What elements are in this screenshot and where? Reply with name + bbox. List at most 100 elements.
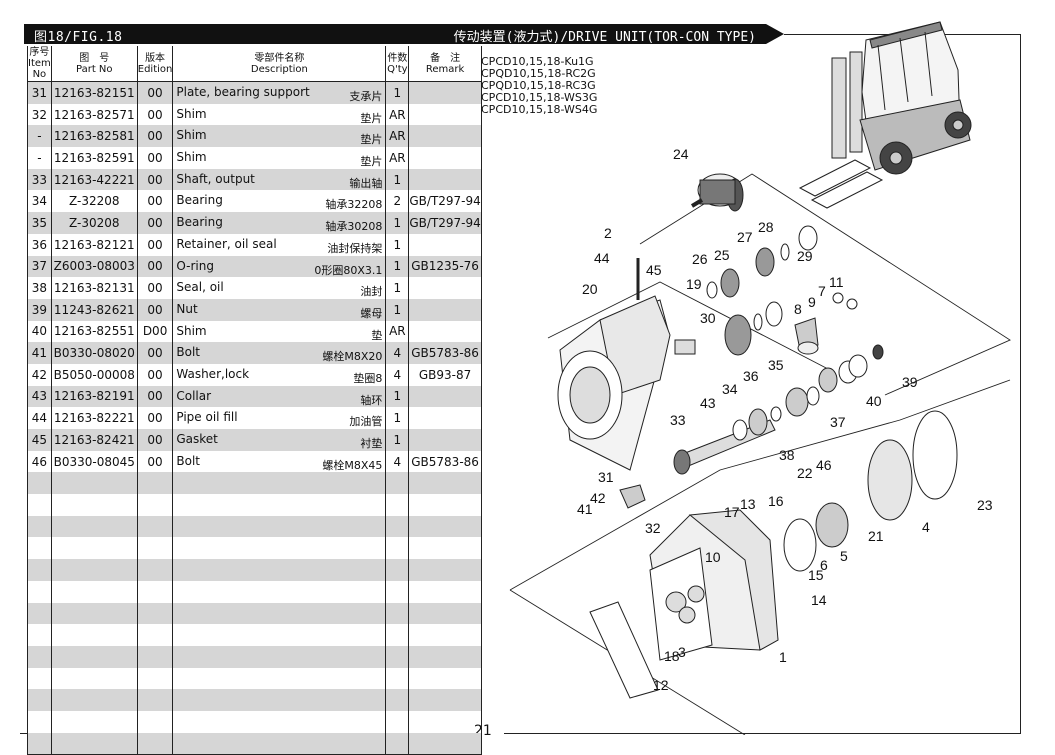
cell-remark: GB/T297-94: [408, 190, 482, 213]
cell-edition: [136, 537, 174, 560]
description-en: Gasket: [176, 432, 218, 446]
cell-part-no: 12163-82121: [50, 233, 138, 256]
cell-remark: [408, 624, 482, 646]
cell-edition: 00: [136, 190, 174, 213]
part-38-seal: [770, 406, 782, 422]
description-cn: 垫圈8: [353, 371, 383, 385]
cell-qty: 4: [385, 363, 410, 386]
cell-edition: 00: [136, 255, 174, 278]
cell-remark: GB5783-86: [408, 450, 482, 473]
svg-text:12: 12: [653, 677, 669, 693]
table-row: [27, 710, 482, 733]
cell-edition: [136, 710, 174, 733]
cell-qty: 1: [385, 255, 410, 278]
cell-remark: [408, 710, 482, 733]
cell-description: [172, 580, 387, 603]
description-cn: 垫片: [360, 133, 383, 147]
cell-part-no: Z-30208: [50, 212, 138, 234]
table-row: [27, 645, 482, 668]
cell-description: Bearing 轴承30208: [172, 212, 387, 234]
description-cn: 轴承30208: [325, 220, 383, 234]
cell-edition: [136, 559, 174, 581]
cell-remark: [408, 103, 482, 126]
svg-text:28: 28: [758, 219, 774, 235]
description-en: Seal, oil: [176, 280, 224, 295]
svg-text:24: 24: [673, 146, 689, 162]
cell-part-no: 12163-82551: [50, 320, 138, 343]
part-5-pump-hub: [815, 502, 849, 548]
cell-qty: [385, 515, 410, 538]
cell-remark: [408, 277, 482, 299]
description-cn: 轴承32208: [325, 198, 383, 212]
cell-remark: [408, 580, 482, 603]
cell-part-no: 12163-82221: [50, 407, 138, 429]
cell-edition: [136, 732, 174, 755]
cell-description: [172, 710, 387, 733]
description-en: Shim: [176, 106, 207, 121]
svg-text:30: 30: [700, 310, 716, 326]
description-cn: 螺栓M8X45: [322, 458, 383, 472]
cell-item-no: 45: [27, 429, 52, 451]
cell-item-no: [27, 494, 52, 516]
cell-remark: [408, 81, 482, 104]
description-cn: 加油管: [349, 415, 383, 429]
cell-description: [172, 537, 387, 560]
table-row: [27, 515, 482, 538]
description-cn: 螺母: [360, 306, 383, 320]
table-row: [27, 624, 482, 646]
cell-description: [172, 689, 387, 711]
header-bar-shape: [24, 24, 784, 44]
cell-item-no: [27, 667, 52, 690]
cell-part-no: 12163-82421: [50, 429, 138, 451]
cell-part-no: 12163-82131: [50, 277, 138, 299]
cell-qty: [385, 624, 410, 646]
cell-item-no: [27, 580, 52, 603]
cell-qty: [385, 732, 410, 755]
description-en: Bearing: [176, 193, 223, 208]
part-31-plate: [619, 484, 646, 509]
description-cn: 垫片: [360, 111, 383, 125]
cell-edition: 00: [136, 429, 174, 451]
cell-description: [172, 624, 387, 646]
cell-edition: 00: [136, 342, 174, 364]
cell-part-no: [50, 580, 138, 603]
description-en: Bearing: [176, 215, 223, 230]
cell-edition: [136, 515, 174, 538]
cell-qty: 4: [385, 342, 410, 364]
cell-qty: [385, 667, 410, 690]
svg-text:22: 22: [797, 465, 813, 481]
cell-remark: GB1235-76: [408, 255, 482, 278]
cell-description: [172, 494, 387, 516]
cell-part-no: [50, 472, 138, 495]
model-item: CPQD10,15,18-RC2G: [481, 67, 596, 80]
cell-part-no: [50, 732, 138, 755]
cell-item-no: 40: [27, 320, 52, 343]
part-20-housing: [557, 295, 696, 471]
cell-item-no: [27, 472, 52, 495]
cell-part-no: B5050-00008: [50, 363, 138, 386]
cell-item-no: 35: [27, 212, 52, 234]
description-en: Washer,lock: [176, 366, 250, 381]
cell-qty: [385, 602, 410, 625]
cell-item-no: [27, 645, 52, 668]
part-28b-ring: [753, 313, 763, 331]
cell-part-no: 12163-82191: [50, 385, 138, 408]
cell-remark: [408, 472, 482, 495]
svg-text:3: 3: [678, 644, 686, 660]
cell-item-no: [27, 710, 52, 733]
svg-text:44: 44: [594, 250, 610, 266]
